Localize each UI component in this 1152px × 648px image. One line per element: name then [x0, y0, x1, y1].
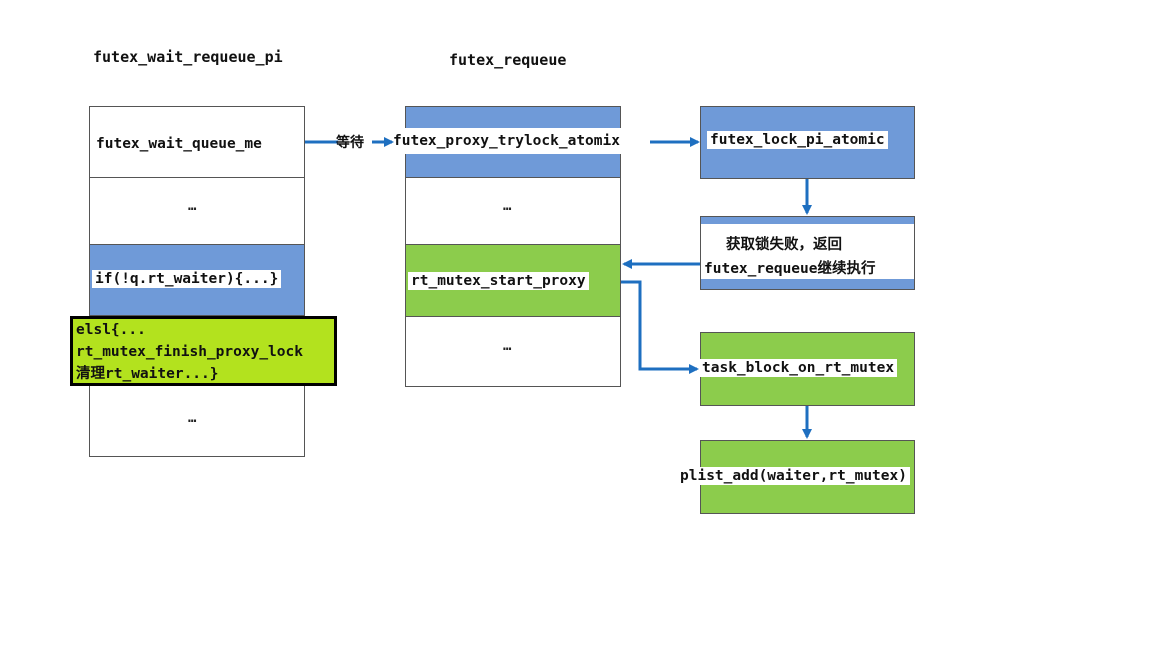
- else-branch-note: elsl{... rt_mutex_finish_proxy_lock 清理rt…: [70, 316, 337, 386]
- else-line-3: 清理rt_waiter...}: [76, 366, 219, 382]
- left-dots-1: …: [188, 198, 197, 214]
- lock-pi-label: futex_lock_pi_atomic: [707, 131, 888, 149]
- edge-start-proxy-to-task-block: [621, 280, 699, 374]
- left-column-title: futex_wait_requeue_pi: [93, 48, 283, 66]
- wait-queue-label: futex_wait_queue_me: [96, 136, 262, 152]
- else-line-1: elsl{...: [76, 322, 146, 338]
- middle-dots-2: …: [503, 338, 512, 354]
- left-cell-wait-queue: [89, 106, 305, 178]
- middle-cell-dots-2: [405, 316, 621, 387]
- left-cell-dots-1: [89, 177, 305, 245]
- start-proxy-label: rt_mutex_start_proxy: [408, 272, 589, 290]
- left-dots-2: …: [188, 410, 197, 426]
- middle-column-title: futex_requeue: [449, 51, 567, 69]
- else-line-2: rt_mutex_finish_proxy_lock: [76, 344, 303, 360]
- trylock-label: futex_proxy_trylock_atomix: [390, 132, 623, 150]
- middle-dots-1: …: [503, 198, 512, 214]
- plist-add-label: plist_add(waiter,rt_mutex): [677, 467, 910, 485]
- edge-label-wait: 等待: [336, 135, 364, 151]
- lock-fail-line-2: futex_requeue继续执行: [704, 261, 876, 277]
- lock-fail-band: [701, 224, 914, 279]
- lock-fail-line-1: 获取锁失败，返回: [726, 237, 842, 253]
- middle-cell-dots-1: [405, 177, 621, 245]
- if-branch-label: if(!q.rt_waiter){...}: [92, 270, 282, 288]
- task-block-label: task_block_on_rt_mutex: [699, 359, 898, 377]
